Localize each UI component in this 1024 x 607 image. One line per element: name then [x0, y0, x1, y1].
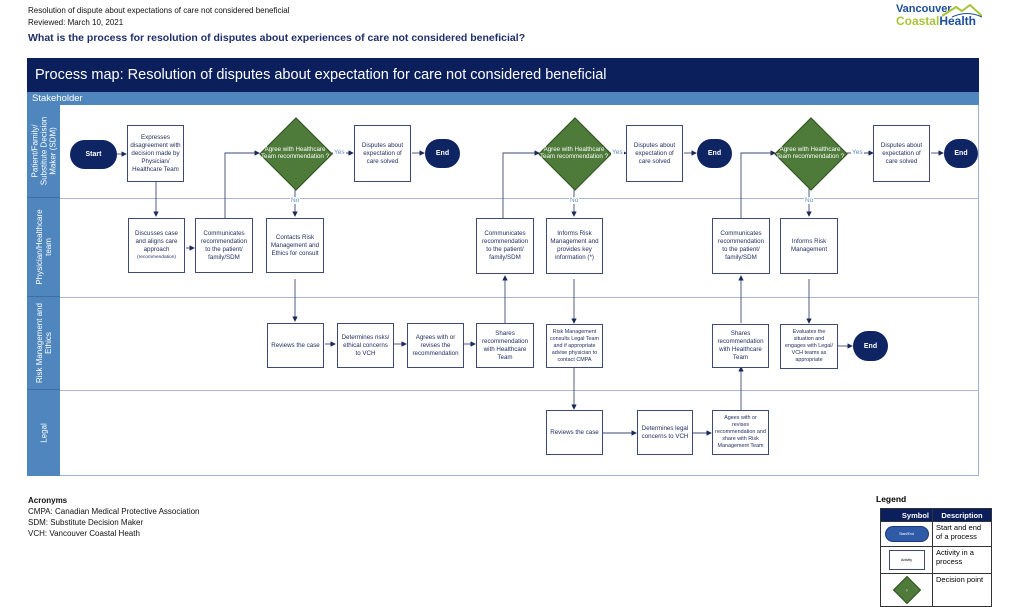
activity-contacts-risk[interactable]: Contacts Risk Management and Ethics for …	[266, 218, 324, 273]
activity-discusses-case[interactable]: Discusses case and aligns care approach(…	[128, 218, 185, 273]
activity-solved-3[interactable]: Disputes about expectation of care solve…	[873, 125, 930, 182]
flow-label-yes: Yes	[851, 149, 864, 156]
lane-header-patient: Patient/Family/ Substitute Decision Make…	[27, 105, 60, 198]
legend-table: Symbol Description Start/End Start and e…	[880, 508, 992, 607]
arrow-communicates3-decision3	[740, 150, 776, 218]
activity-rm-consults-legal[interactable]: Risk Management consults Legal Team and …	[546, 324, 603, 368]
logo-coastal: Coastal	[895, 14, 940, 28]
activity-evaluates-situation[interactable]: Evaluates the situation and engages with…	[780, 324, 838, 369]
flow-label-no: No	[290, 197, 301, 204]
arrow-communicates2-decision2	[502, 150, 540, 218]
activity-informs-risk-2[interactable]: Informs Risk Management	[780, 218, 838, 274]
document-title: Resolution of dispute about expectations…	[28, 6, 290, 15]
logo-health: Health	[939, 14, 976, 28]
end-terminator-1[interactable]: End	[425, 139, 460, 168]
activity-determines-legal[interactable]: Determines legal concerns to VCH	[637, 410, 693, 455]
arrow-communicates1-decision1	[224, 150, 260, 218]
stakeholder-header: Stakeholder	[27, 92, 979, 105]
end-terminator-2[interactable]: End	[697, 139, 732, 168]
decision-3[interactable]: Agree with Healthcare Team recommendatio…	[774, 117, 848, 191]
process-map-title: Process map: Resolution of disputes abou…	[27, 58, 979, 92]
logo-line1: Vancouver	[895, 3, 952, 15]
lane-header-risk: Risk Management and Ethics	[27, 297, 60, 390]
activity-reviews-case-1[interactable]: Reviews the case	[267, 323, 324, 368]
legend-col-symbol: Symbol	[880, 508, 933, 522]
vch-logo: Vancouver CoastalHealth	[895, 3, 982, 28]
reviewed-date: Reviewed: March 10, 2021	[28, 18, 124, 27]
flow-label-yes: Yes	[333, 149, 346, 156]
decision-2[interactable]: Agree with Healthcare Team recommendatio…	[538, 117, 612, 191]
mountain-icon	[941, 4, 982, 18]
start-terminator[interactable]: Start	[70, 140, 117, 169]
activity-determines-risks[interactable]: Determines risks/ ethical concerns to VC…	[337, 323, 394, 368]
activity-agrees-revises[interactable]: Agrees with or revises the recommendatio…	[407, 323, 464, 368]
activity-solved-1[interactable]: Disputes about expectation of care solve…	[354, 125, 411, 182]
legend-row: ? Decision point	[880, 573, 992, 607]
activity-expresses-disagreement[interactable]: Expresses disagreement with decision mad…	[127, 125, 184, 182]
page-question: What is the process for resolution of di…	[28, 32, 526, 44]
acronym-item: CMPA: Canadian Medical Protective Associ…	[28, 507, 200, 516]
lane-header-legal: Legal	[27, 390, 60, 476]
lane-divider	[60, 297, 979, 298]
flow-label-yes: Yes	[611, 149, 624, 156]
activity-communicates-3[interactable]: Communicates recommendation to the patie…	[712, 218, 770, 274]
legend-title: Legend	[876, 494, 907, 504]
activity-communicates-2[interactable]: Communicates recommendation to the patie…	[476, 218, 534, 274]
legend-row: Activity Activity in a process	[880, 546, 992, 574]
flow-label-no: No	[804, 197, 815, 204]
activity-communicates-1[interactable]: Communicates recommendation to the patie…	[195, 218, 253, 273]
acronyms-title: Acronyms	[28, 496, 68, 505]
lane-header-physician: Physician/Healthcare team	[27, 198, 60, 297]
activity-shares-recommendation-2[interactable]: Shares recommendation with Healthcare Te…	[712, 324, 769, 368]
activity-symbol-icon: Activity	[888, 550, 925, 570]
end-terminator-4[interactable]: End	[853, 331, 888, 361]
lane-divider	[60, 390, 979, 391]
activity-agees-revises-legal[interactable]: Agees with or revises recommendation and…	[712, 410, 769, 455]
acronym-item: VCH: Vancouver Coastal Heath	[28, 529, 140, 538]
legend-col-description: Description	[932, 508, 992, 522]
decision-symbol-icon: ?	[892, 575, 921, 605]
lane-divider	[60, 198, 979, 199]
acronym-item: SDM: Substitute Decision Maker	[28, 518, 144, 527]
activity-solved-2[interactable]: Disputes about expectation of care solve…	[626, 125, 683, 182]
activity-informs-risk-1[interactable]: Informs Risk Management and provides key…	[546, 218, 603, 274]
activity-shares-recommendation-1[interactable]: Shares recommendation with Healthcare Te…	[476, 323, 534, 368]
legend-row: Start/End Start and end of a process	[880, 521, 992, 547]
terminator-symbol-icon: Start/End	[884, 526, 929, 542]
activity-reviews-case-2[interactable]: Reviews the case	[546, 410, 603, 455]
end-terminator-3[interactable]: End	[944, 139, 978, 168]
flow-label-no: No	[569, 197, 580, 204]
decision-1[interactable]: Agree with Healthcare Team recommendatio…	[259, 117, 333, 191]
